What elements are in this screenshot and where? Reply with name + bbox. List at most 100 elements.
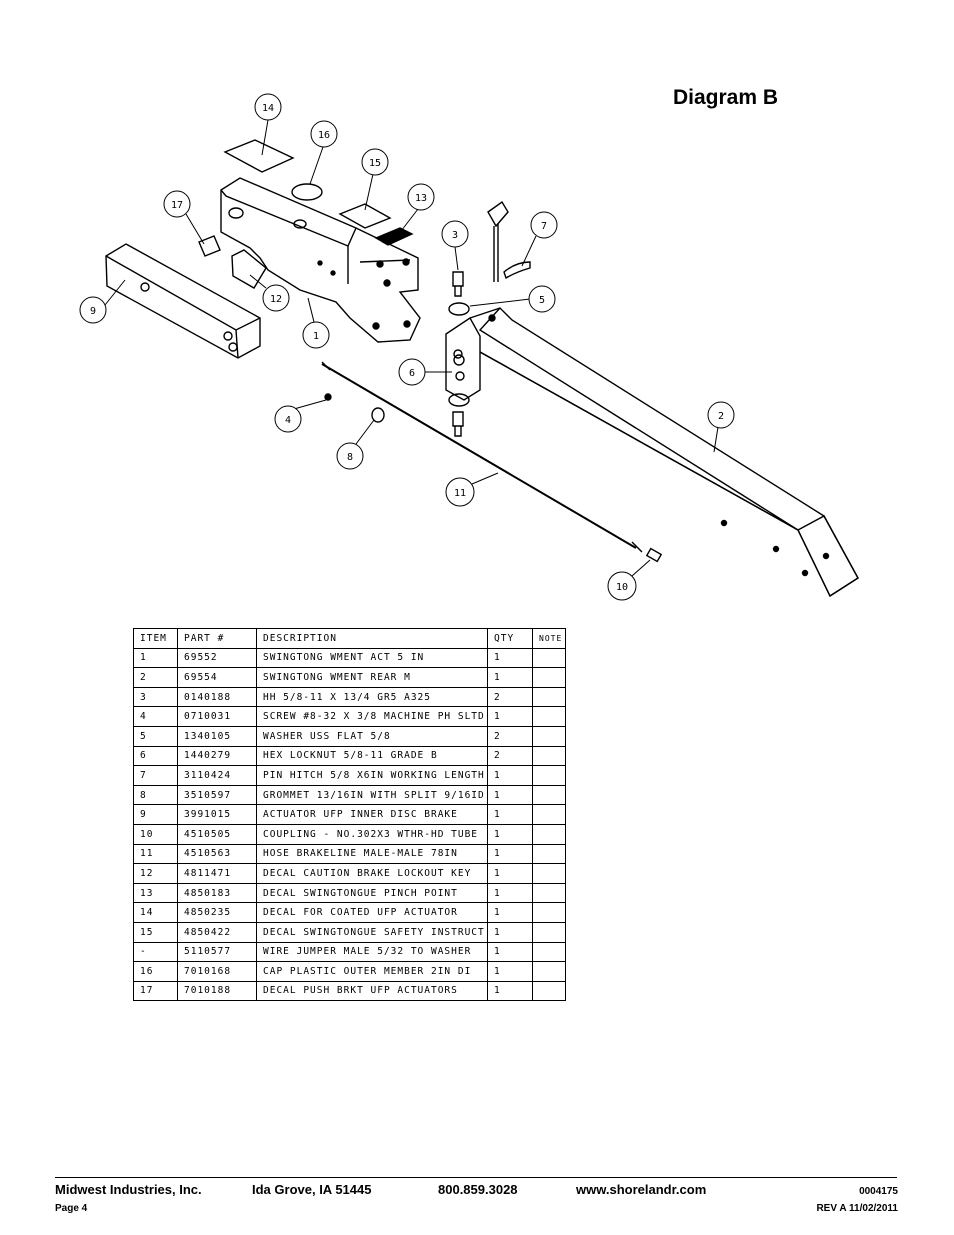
row-part-number: 4850183 [177, 882, 257, 904]
row-note [532, 980, 566, 1002]
row-qty: 1 [487, 667, 533, 688]
callout-6: 6 [409, 368, 415, 379]
decal-12 [231, 249, 267, 289]
row-note [532, 941, 566, 963]
row-part-number: 7010168 [177, 961, 257, 982]
row-note [532, 745, 566, 767]
bolt-3-bottom [452, 411, 464, 437]
row-part-number: 4850235 [177, 902, 257, 923]
hitch-pin-7 [487, 200, 531, 282]
row-note [532, 765, 566, 786]
row-part-number: 4510563 [177, 843, 257, 865]
row-qty: 1 [487, 823, 533, 845]
row-qty: 1 [487, 706, 533, 727]
callout-16: 16 [318, 130, 330, 141]
row-item: 3 [133, 686, 178, 708]
footer-website[interactable]: www.shorelandr.com [576, 1182, 707, 1197]
parts-table-header: ITEM PART # DESCRIPTION QTY NOTE [133, 628, 566, 649]
row-qty: 1 [487, 784, 533, 806]
row-qty: 2 [487, 725, 533, 747]
row-description: DECAL FOR COATED UFP ACTUATOR [256, 902, 488, 923]
row-item: 12 [133, 863, 178, 884]
col-description: DESCRIPTION [256, 628, 488, 649]
row-description: WASHER USS FLAT 5/8 [256, 725, 488, 747]
callout-14: 14 [262, 103, 274, 114]
footer-company: Midwest Industries, Inc. [55, 1182, 202, 1197]
row-qty: 1 [487, 941, 533, 963]
col-item: ITEM [133, 628, 178, 649]
row-description: COUPLING - NO.302X3 WTHR-HD TUBE [256, 823, 488, 845]
row-note [532, 686, 566, 708]
row-description: HEX LOCKNUT 5/8-11 GRADE B [256, 745, 488, 767]
row-item: 14 [133, 902, 178, 923]
row-qty: 1 [487, 980, 533, 1002]
row-part-number: 7010188 [177, 980, 257, 1002]
swingtong-weldment-1 [220, 177, 421, 343]
row-part-number: 4811471 [177, 863, 257, 884]
row-item: 7 [133, 765, 178, 786]
bolt-3-top [452, 271, 464, 297]
row-qty: 1 [487, 863, 533, 884]
row-qty: 1 [487, 921, 533, 943]
row-qty: 1 [487, 961, 533, 982]
row-qty: 1 [487, 843, 533, 865]
callout-9: 9 [90, 306, 96, 317]
row-description: SWINGTONG WMENT ACT 5 IN [256, 647, 488, 669]
row-item: 13 [133, 882, 178, 904]
row-item: 15 [133, 921, 178, 943]
row-note [532, 804, 566, 825]
actuator-9 [105, 243, 261, 359]
swingtong-rear-2 [445, 307, 859, 598]
footer-page: Page 4 [55, 1203, 88, 1214]
footer-city: Ida Grove, IA 51445 [252, 1182, 372, 1197]
callout-11: 11 [454, 488, 466, 499]
callout-1: 1 [313, 331, 319, 342]
row-item: 9 [133, 804, 178, 825]
row-part-number: 5110577 [177, 941, 257, 963]
row-item: - [133, 941, 178, 963]
callout-12: 12 [270, 294, 282, 305]
row-note [532, 706, 566, 727]
exploded-parts-diagram: 14 16 15 13 17 3 7 9 12 1 5 6 4 8 2 11 1… [79, 93, 859, 601]
row-note [532, 902, 566, 923]
callout-15: 15 [369, 158, 381, 169]
row-item: 6 [133, 745, 178, 767]
decal-14 [223, 139, 295, 173]
row-part-number: 3110424 [177, 765, 257, 786]
decal-13 [374, 227, 414, 246]
callout-4: 4 [285, 415, 291, 426]
washer-5-bottom [448, 393, 470, 407]
row-note [532, 843, 566, 865]
col-part-number: PART # [177, 628, 257, 649]
col-qty: QTY [487, 628, 533, 649]
row-note [532, 863, 566, 884]
row-item: 4 [133, 706, 178, 727]
row-item: 5 [133, 725, 178, 747]
row-item: 2 [133, 667, 178, 688]
row-description: SWINGTONG WMENT REAR M [256, 667, 488, 688]
callout-13: 13 [415, 193, 427, 204]
diagram-title: Diagram B [673, 86, 779, 109]
callout-5: 5 [539, 295, 545, 306]
callout-8: 8 [347, 452, 353, 463]
col-note: NOTE [532, 628, 566, 649]
row-item: 16 [133, 961, 178, 982]
row-item: 1 [133, 647, 178, 669]
brake-hose-11 [321, 363, 637, 549]
row-part-number: 1340105 [177, 725, 257, 747]
decal-15 [338, 203, 392, 229]
row-note [532, 647, 566, 669]
row-item: 10 [133, 823, 178, 845]
row-item: 11 [133, 843, 178, 865]
